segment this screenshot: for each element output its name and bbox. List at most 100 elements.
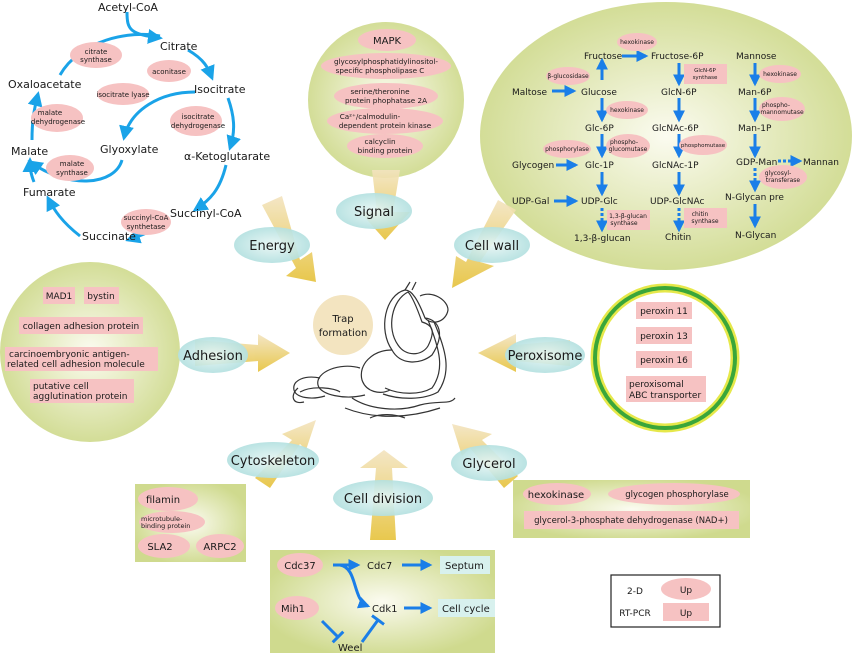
- node-cdc37-label: Cdc37: [284, 561, 316, 572]
- enzyme-phosphoglucomutase-label: phospho-glucomutase: [609, 139, 648, 153]
- enzyme-b-glucosidase: [546, 67, 590, 85]
- metabolite-a-ketoglutarate: α-Ketoglutarate: [184, 150, 270, 163]
- cytoskeleton-item-mtbp-label: microtubule-binding protein: [141, 515, 190, 530]
- metabolite-mannose: Mannose: [736, 52, 777, 62]
- peroxisome-membrane-inner: [593, 286, 737, 430]
- node-septum-label: Septum: [445, 561, 484, 572]
- category-peroxisome[interactable]: [505, 337, 585, 373]
- node-weel-label: Weel: [338, 643, 362, 653]
- category-glycerol[interactable]: [451, 445, 527, 481]
- arrow-isocitrate-glyoxylate: [119, 90, 196, 141]
- enzyme-malate-synthase: [46, 155, 94, 181]
- adhesion-item-ceacam: [5, 347, 158, 371]
- enzyme-isocitrate-lyase-label: isocitrate lyase: [96, 91, 149, 99]
- enzyme-b-glucosidase-label: β-glucosidase: [547, 73, 589, 80]
- node-septum: [440, 556, 490, 574]
- signal-item-gpi-plc: [321, 53, 451, 79]
- arrow-isocitrate-aketoglutarate: [226, 97, 241, 151]
- signal-bubble: MAPK glycosylphosphatidylinositol-specif…: [308, 22, 464, 178]
- metabolite-isocitrate: Isocitrate: [194, 83, 246, 96]
- category-labels: Signal Energy Cell wall Adhesion Peroxis…: [178, 193, 585, 516]
- metabolite-mannan: Mannan: [803, 158, 839, 168]
- metabolite-maltose: Maltose: [512, 88, 548, 98]
- enzyme-citrate-synthase: [70, 42, 122, 68]
- enzyme-aconitase: [147, 60, 191, 82]
- category-cell-wall-label: Cell wall: [465, 239, 519, 254]
- peroxisome-item-peroxin11: [636, 302, 692, 319]
- enzyme-phosphomutase-label: phosphomutase: [681, 143, 726, 149]
- metabolite-oxaloacetate: Oxaloacetate: [8, 78, 82, 91]
- arrow-cdc37-cdk1: [339, 563, 371, 609]
- metabolite-fumarate: Fumarate: [23, 186, 76, 199]
- category-peroxisome-label: Peroxisome: [508, 349, 583, 364]
- cytoskeleton-box: filamin microtubule-binding protein SLA2…: [135, 484, 246, 562]
- category-adhesion[interactable]: [178, 337, 248, 373]
- metabolite-fructose-6p: Fructose-6P: [651, 52, 704, 62]
- enzyme-hexokinase-mid-label: hexokinase: [610, 107, 644, 114]
- legend-rect-swatch: [663, 603, 709, 621]
- cell-wall-bubble-bg: [480, 2, 852, 270]
- trap-network-drawing: [292, 281, 456, 419]
- category-signal[interactable]: [336, 193, 412, 229]
- arrow-oxaloacetate-citrate: [58, 32, 161, 76]
- legend-ellipse-swatch: [661, 578, 711, 600]
- arrow-acetylcoa-citrate: [125, 11, 163, 44]
- metabolite-acetyl-coa: Acetyl-CoA: [98, 1, 158, 14]
- metabolite-n-glycan: N-Glycan: [735, 231, 776, 241]
- adhesion-item-collagen-label: collagen adhesion protein: [23, 322, 140, 332]
- metabolite-glc-6p: Glc-6P: [585, 124, 614, 134]
- signal-item-mapk: [358, 29, 416, 51]
- node-cell-cycle: [438, 599, 495, 617]
- category-cell-wall[interactable]: [454, 227, 530, 263]
- enzyme-glucan-synthase: [607, 210, 650, 230]
- peroxisome-item-peroxin13-label: peroxin 13: [640, 332, 688, 342]
- glycerol-item-glycogen-phosphorylase: [608, 483, 740, 505]
- legend: 2-D Up RT-PCR Up: [610, 574, 721, 628]
- peroxisome-bubble: peroxin 11 peroxin 13 peroxin 16 peroxis…: [590, 283, 740, 433]
- enzyme-hexokinase-mid: [606, 101, 648, 119]
- metabolite-succinyl-coa: Succinyl-CoA: [170, 207, 242, 220]
- category-cell-division-label: Cell division: [344, 492, 422, 507]
- adhesion-bubble: MAD1 bystin collagen adhesion protein ca…: [0, 262, 180, 442]
- category-cell-division[interactable]: [333, 480, 433, 516]
- arrow-glyoxylate-malate: [27, 159, 124, 183]
- metabolite-malate: Malate: [11, 145, 48, 158]
- glycerol-item-hexokinase-label: hexokinase: [528, 490, 584, 501]
- peroxisome-item-peroxin16-label: peroxin 16: [640, 356, 688, 366]
- metabolite-glyoxylate: Glyoxylate: [100, 143, 159, 156]
- trap-formation-circle: [313, 295, 373, 355]
- category-energy[interactable]: [234, 227, 310, 263]
- legend-ellipse-label: Up: [680, 586, 693, 596]
- category-cytoskeleton[interactable]: [227, 442, 319, 478]
- glycerol-box: hexokinase glycogen phosphorylase glycer…: [513, 480, 750, 538]
- metabolite-glc-1p: Glc-1P: [585, 161, 614, 171]
- enzyme-hexokinase-man-label: hexokinase: [763, 71, 797, 78]
- adhesion-item-bystin: [84, 287, 119, 304]
- enzyme-hexokinase-top-label: hexokinase: [620, 39, 654, 46]
- metabolite-citrate: Citrate: [160, 40, 198, 53]
- metabolite-udp-glcnac: UDP-GlcNAc: [650, 197, 704, 207]
- enzyme-phosphomannomutase-label: phospho-mannomutase: [760, 102, 804, 116]
- adhesion-item-bystin-label: bystin: [87, 292, 114, 302]
- metabolite-glucose: Glucose: [581, 88, 617, 98]
- adhesion-item-mad1: [43, 287, 75, 304]
- node-cdk1-label: Cdk1: [372, 604, 397, 615]
- node-mih1: [275, 596, 319, 620]
- node-cdc7-label: Cdc7: [367, 561, 392, 572]
- metabolite-chitin: Chitin: [665, 233, 691, 243]
- glycerol-item-hexokinase: [523, 483, 591, 505]
- adhesion-item-collagen: [19, 317, 143, 334]
- signal-item-gpi-plc-label: glycosylphosphatidylinositol-specific ph…: [334, 57, 438, 75]
- enzyme-hexokinase-top: [617, 33, 657, 51]
